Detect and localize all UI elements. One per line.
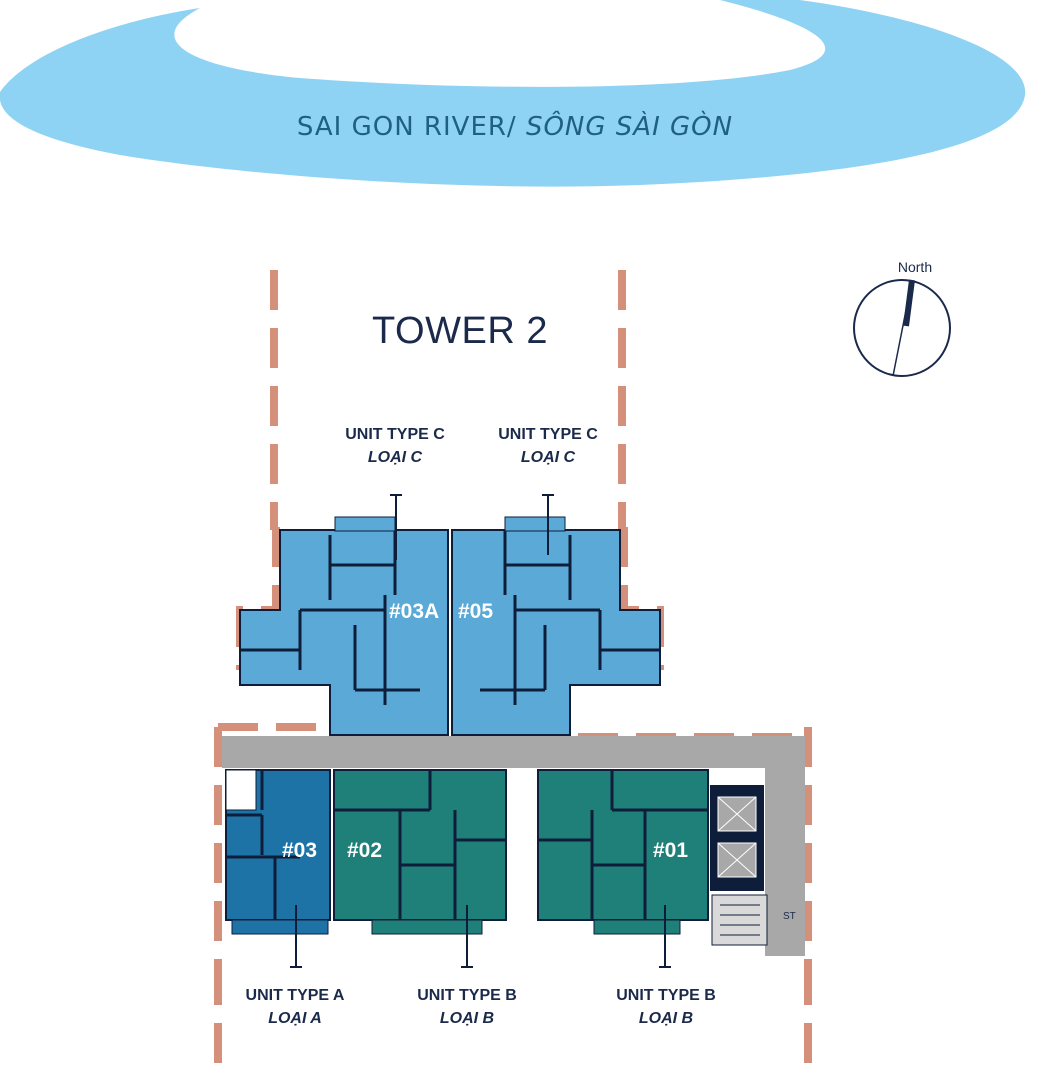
compass-label: North <box>897 259 933 275</box>
river-label: SAI GON RIVER/ SÔNG SÀI GÒN <box>0 112 1030 142</box>
river-label-vi: SÔNG SÀI GÒN <box>516 112 734 142</box>
stairwell <box>711 894 768 946</box>
unit-type-label: UNIT TYPE C LOẠI C <box>458 423 638 469</box>
unit-number: #03 <box>282 839 318 862</box>
unit-02 <box>333 769 507 935</box>
north-arrow-icon <box>853 279 951 377</box>
unit-type-label: UNIT TYPE A LOẠI A <box>205 984 385 1030</box>
unit-type: UNIT TYPE C <box>498 426 598 443</box>
unit-03 <box>225 769 331 935</box>
unit-type-vi: LOẠI B <box>439 1010 495 1027</box>
unit-05 <box>451 516 661 736</box>
unit-type-label: UNIT TYPE C LOẠI C <box>305 423 485 469</box>
river-shape <box>0 0 1026 187</box>
leader-lines <box>290 494 671 968</box>
floor-plan <box>214 270 812 1080</box>
unit-number: #02 <box>347 839 383 862</box>
unit-type-label: UNIT TYPE B LOẠI B <box>377 984 557 1030</box>
tower-title: TOWER 2 <box>372 310 548 352</box>
unit-number: #03A <box>389 600 440 623</box>
unit-type-vi: LOẠI A <box>268 1010 322 1027</box>
river-label-en: SAI GON RIVER/ <box>296 112 517 142</box>
stair-label: ST <box>783 911 796 922</box>
unit-01 <box>537 769 709 935</box>
unit-type: UNIT TYPE B <box>417 987 517 1004</box>
unit-type-vi: LOẠI C <box>367 449 423 466</box>
corridor <box>222 736 805 768</box>
unit-type: UNIT TYPE C <box>345 426 445 443</box>
unit-type-vi: LOẠI B <box>638 1010 694 1027</box>
unit-type: UNIT TYPE B <box>616 987 716 1004</box>
unit-type-vi: LOẠI C <box>520 449 576 466</box>
unit-03a <box>239 516 449 736</box>
corridor-east <box>765 736 805 956</box>
building-core <box>710 785 768 946</box>
unit-type: UNIT TYPE A <box>245 987 345 1004</box>
unit-type-label: UNIT TYPE B LOẠI B <box>576 984 756 1030</box>
unit-number: #05 <box>458 600 494 623</box>
unit-number: #01 <box>653 839 689 862</box>
river-graphic <box>0 0 1026 187</box>
